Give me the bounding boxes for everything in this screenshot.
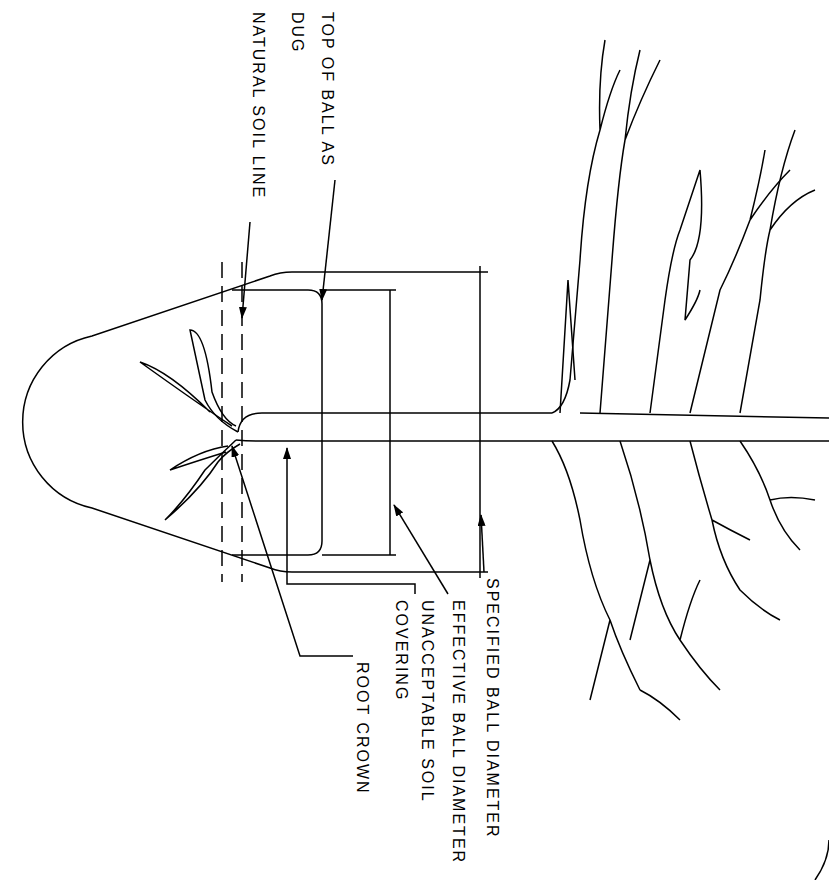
leader-lines <box>232 180 484 656</box>
callout-label: UNACCEPTABLE SOIL COVERING <box>388 600 440 830</box>
callout-label: NATURAL SOIL LINE <box>248 12 268 217</box>
callout-label: EFFECTIVE BALL DIAMETER <box>448 600 468 875</box>
roots <box>140 330 240 520</box>
callout-label: TOP OF BALL AS DUG <box>282 12 342 172</box>
specified-diameter-line <box>479 266 481 578</box>
corner-mark <box>815 840 829 880</box>
callout-label: ROOT CROWN <box>352 662 372 812</box>
branches <box>552 40 815 413</box>
trunk <box>236 413 829 441</box>
ball-outline <box>23 272 480 572</box>
effective-diameter-line <box>389 290 391 555</box>
ball-top-outline <box>232 290 322 555</box>
callout-label: SPECIFIED BALL DIAMETER <box>482 578 502 873</box>
branches-lower <box>552 441 815 720</box>
